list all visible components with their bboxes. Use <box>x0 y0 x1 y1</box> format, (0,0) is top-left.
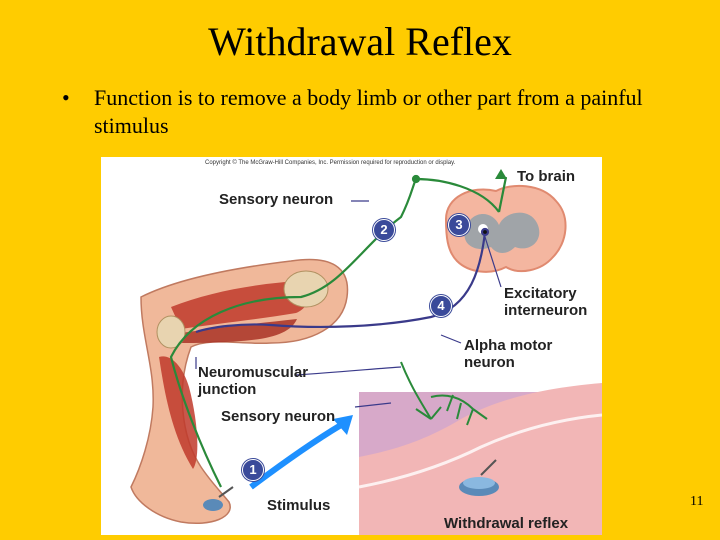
step-badge-2: 2 <box>373 219 395 241</box>
label-sensory-neuron-bottom: Sensory neuron <box>221 408 335 425</box>
slide-title: Withdrawal Reflex <box>0 18 720 65</box>
bullet-marker: • <box>62 84 70 112</box>
to-brain-arrow-icon <box>495 169 507 179</box>
label-withdrawal-reflex: Withdrawal reflex <box>444 515 568 532</box>
label-to-brain: To brain <box>517 168 575 185</box>
label-neuromuscular-junction-1: Neuromuscular <box>198 364 308 381</box>
label-neuromuscular-junction-2: junction <box>198 381 256 398</box>
label-excitatory-interneuron-2: interneuron <box>504 302 587 319</box>
page-number: 11 <box>690 494 703 510</box>
label-stimulus: Stimulus <box>267 497 330 514</box>
withdrawal-reflex-diagram: Copyright © The McGraw-Hill Companies, I… <box>101 157 602 535</box>
label-alpha-motor-neuron-2: neuron <box>464 354 515 371</box>
step-badge-1: 1 <box>242 459 264 481</box>
step-badge-4: 4 <box>430 295 452 317</box>
bullet-text: Function is to remove a body limb or oth… <box>94 84 672 140</box>
step-badge-3: 3 <box>448 214 470 236</box>
stimulus-arrow-icon <box>251 425 341 487</box>
copyright-notice: Copyright © The McGraw-Hill Companies, I… <box>205 160 455 166</box>
label-excitatory-interneuron-1: Excitatory <box>504 285 577 302</box>
label-sensory-neuron-top: Sensory neuron <box>219 191 333 208</box>
label-alpha-motor-neuron-1: Alpha motor <box>464 337 552 354</box>
